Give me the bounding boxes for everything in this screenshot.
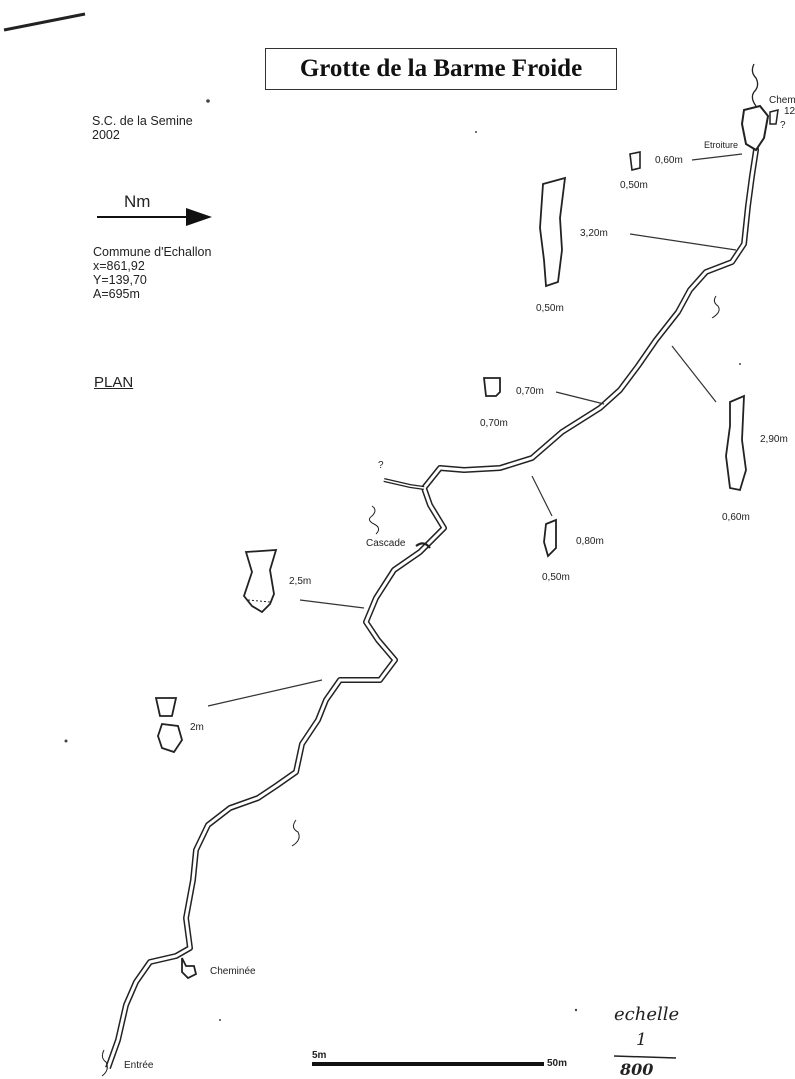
section-s5-height: 0,80m [576, 536, 604, 547]
plan-label: PLAN [94, 374, 134, 391]
scale-bar-left-label: 5m [312, 1050, 327, 1061]
cross-section-s7 [154, 697, 183, 754]
north-label: Nm [124, 192, 151, 211]
location-block: Commune d'Echallon x=861,92 Y=139,70 A=6… [93, 245, 211, 301]
cross-section-s6 [242, 549, 278, 614]
cascade-arrow-icon [415, 542, 431, 549]
paper-specks [64, 99, 741, 1021]
label-cascade: Cascade [366, 538, 406, 549]
coord-y: Y=139,70 [93, 273, 147, 287]
club-block: S.C. de la Semine 2002 [92, 114, 193, 142]
water-flow-icon [101, 295, 720, 1077]
label-chem-top: Chem [769, 95, 795, 106]
cross-section-s2 [539, 176, 567, 288]
section-s3-height: 0,70m [516, 386, 544, 397]
coord-x: x=861,92 [93, 259, 145, 273]
scale-note-denominator: 800 [620, 1060, 654, 1079]
scale-fraction-line [613, 1055, 677, 1059]
label-chem-top-num: 12 [784, 106, 795, 117]
section-s6-height: 2,5m [289, 576, 312, 587]
corner-mark [3, 12, 86, 32]
cross-section-s4 [725, 394, 747, 492]
section-s5-width: 0,50m [542, 572, 570, 583]
section-s1-width: 0,50m [620, 180, 648, 191]
section-s7-height: 2m [190, 722, 204, 733]
club-name: S.C. de la Semine [92, 114, 193, 128]
section-s2-width: 0,50m [536, 303, 564, 314]
label-question-top: ? [780, 120, 786, 131]
cross-section-s1 [629, 151, 641, 171]
section-s1-height: 0,60m [655, 155, 683, 166]
top-chamber [740, 104, 770, 152]
label-etroiture: Etroiture [704, 140, 739, 150]
scale-note-numerator: 1 [636, 1030, 647, 1050]
scale-bar [312, 1062, 544, 1066]
section-s4-width: 0,60m [722, 512, 750, 523]
label-cheminee: Cheminée [210, 966, 256, 977]
altitude: A=695m [93, 287, 140, 301]
scale-bar-right-label: 50m [547, 1058, 568, 1069]
label-entree: Entrée [124, 1060, 154, 1071]
north-arrow-icon [97, 208, 212, 226]
section-s2-height: 3,20m [580, 228, 608, 239]
label-question-mid: ? [378, 460, 384, 471]
cross-section-s5 [543, 518, 557, 558]
scale-note-word: echelle [614, 1004, 680, 1025]
commune-name: Commune d'Echallon [93, 245, 212, 259]
section-s4-height: 2,90m [760, 434, 788, 445]
cheminee-chamber [181, 957, 198, 980]
map-title: Grotte de la Barme Froide [265, 48, 617, 90]
section-s3-width: 0,70m [480, 418, 508, 429]
leader-lines [207, 153, 743, 707]
top-shaft-squiggle [751, 63, 759, 107]
cave-passage-inner [106, 127, 758, 1069]
cross-section-s3 [482, 377, 501, 397]
survey-year: 2002 [92, 128, 120, 142]
